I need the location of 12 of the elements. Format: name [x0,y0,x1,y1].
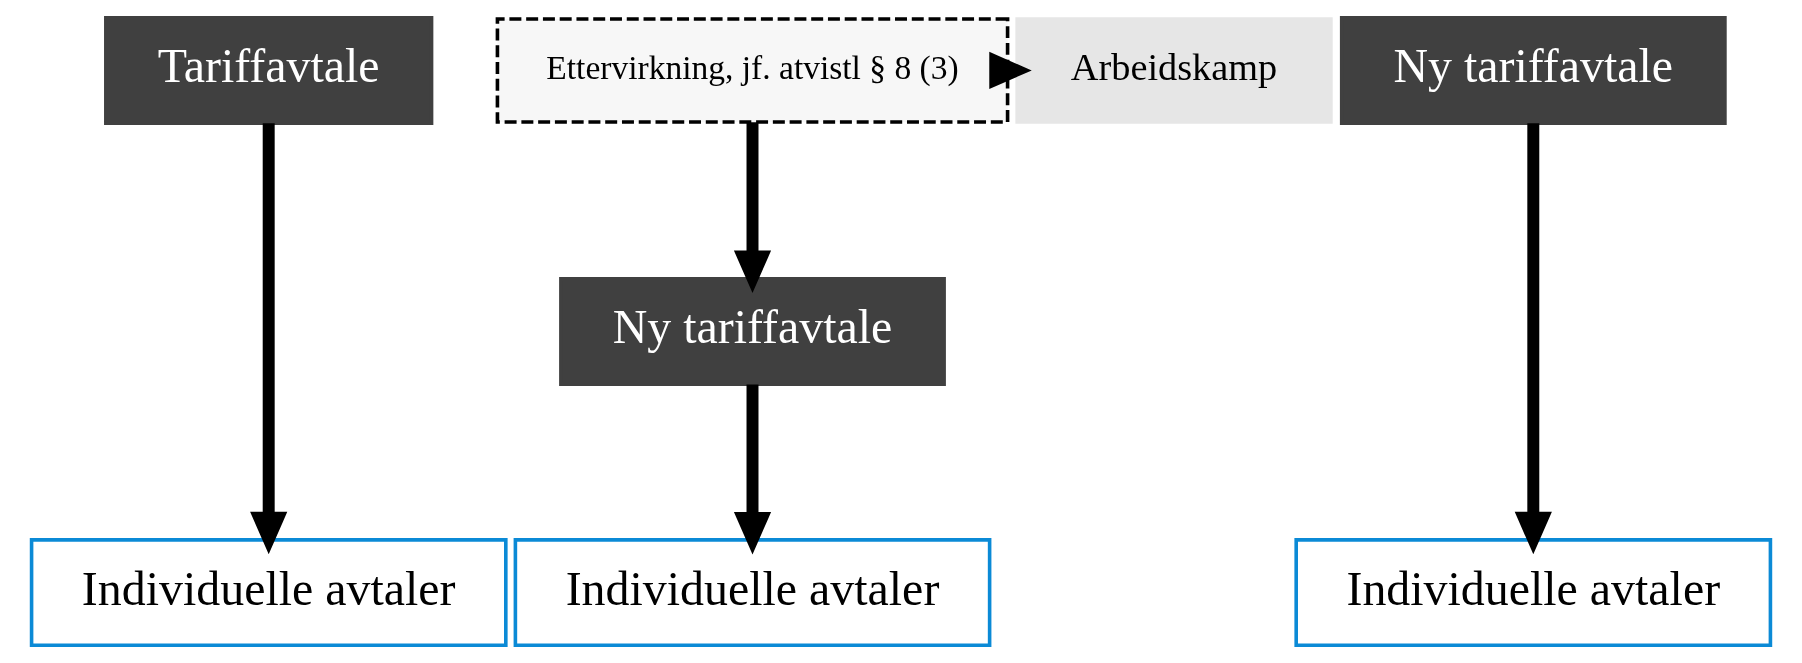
node-box: Individuelle avtaler [29,538,508,648]
arrow [733,384,772,555]
node-box: Individuelle avtaler [1294,538,1773,648]
arrow [250,123,288,555]
node-box: Ny tariffavtale [559,277,946,386]
node-box: Individuelle avtaler [513,538,992,648]
arrow [733,122,772,294]
arrow [989,51,1032,90]
arrow [1514,123,1552,555]
node-box: Ny tariffavtale [1339,15,1727,125]
node-box: Arbeidskamp [1015,17,1333,124]
node-box: Tariffavtale [104,15,434,125]
